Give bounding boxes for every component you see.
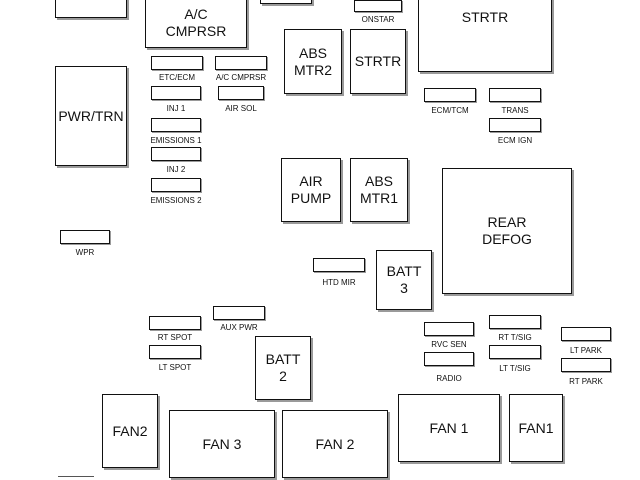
label-wpr: WPR	[75, 248, 95, 257]
fuse-radio	[424, 352, 474, 366]
label-onstar: ONSTAR	[361, 15, 395, 24]
label-ecm-ign: ECM IGN	[497, 136, 533, 145]
fuse-wpr	[60, 230, 110, 244]
relay-batt2: BATT 2	[255, 336, 311, 400]
label-etc-ecm: ETC/ECM	[159, 73, 195, 82]
relay-abs-mtr1: ABS MTR1	[350, 158, 408, 222]
fuse-rvc-sen	[424, 322, 474, 336]
fuse-ac-cmprsr	[215, 56, 267, 70]
fuse-ecm-ign	[489, 118, 541, 132]
fuse-air-sol	[218, 86, 264, 100]
fuse-inj2	[151, 147, 201, 161]
relay-fan2: FAN 2	[282, 410, 388, 478]
relay-pwr-trn: PWR/TRN	[55, 66, 127, 166]
relay-fan3: FAN 3	[169, 410, 275, 478]
label-rt-park: RT PARK	[569, 377, 603, 386]
label-aux-pwr: AUX PWR	[220, 323, 258, 332]
label-emissions2: EMISSIONS 2	[150, 196, 202, 205]
fuse-trans	[489, 88, 541, 102]
relay-strtr-large-label: STRTR	[461, 9, 509, 25]
bottom-edge-line	[58, 476, 94, 477]
label-ecm-tcm: ECM/TCM	[431, 106, 469, 115]
label-rt-spot: RT SPOT	[157, 333, 193, 342]
relay-fan1: FAN 1	[398, 394, 500, 462]
relay-fan1-small: FAN1	[509, 394, 563, 462]
top-left-partial-box	[55, 0, 127, 18]
label-rvc-sen: RVC SEN	[431, 340, 467, 349]
fuse-aux-pwr	[213, 306, 265, 320]
fuse-htd-mir	[313, 258, 365, 272]
label-htd-mir: HTD MIR	[322, 278, 356, 287]
relay-ac-cmprsr: A/C CMPRSR	[145, 0, 247, 48]
relay-rear-defog: REAR DEFOG	[442, 168, 572, 294]
fuse-ecm-tcm	[424, 88, 476, 102]
relay-fan2-small: FAN2	[102, 394, 158, 468]
fuse-onstar	[354, 0, 402, 12]
label-inj1: INJ 1	[166, 104, 186, 113]
fuse-emissions1	[151, 118, 201, 132]
label-inj2: INJ 2	[166, 165, 186, 174]
relay-strtr: STRTR	[350, 29, 406, 94]
label-lt-tsig: LT T/SIG	[499, 364, 531, 373]
fuse-lt-park	[561, 327, 611, 341]
label-air-sol: AIR SOL	[225, 104, 257, 113]
label-ac-cmprsr: A/C CMPRSR	[215, 73, 267, 82]
relay-strtr-large: STRTR	[418, 0, 552, 72]
label-emissions1: EMISSIONS 1	[150, 136, 202, 145]
fuse-emissions2	[151, 178, 201, 192]
relay-batt3: BATT 3	[376, 250, 432, 310]
label-lt-park: LT PARK	[569, 346, 602, 355]
top-center-partial-box	[260, 0, 312, 4]
label-radio: RADIO	[436, 374, 462, 383]
fuse-lt-tsig	[489, 345, 541, 359]
fuse-lt-spot	[149, 345, 201, 359]
fuse-rt-park	[561, 358, 611, 372]
label-lt-spot: LT SPOT	[158, 363, 192, 372]
fuse-etc-ecm	[151, 56, 203, 70]
label-trans: TRANS	[501, 106, 529, 115]
fuse-inj1	[151, 86, 201, 100]
relay-abs-mtr2: ABS MTR2	[284, 29, 342, 94]
fuse-rt-tsig	[489, 315, 541, 329]
label-rt-tsig: RT T/SIG	[498, 333, 532, 342]
relay-air-pump: AIR PUMP	[281, 158, 341, 222]
fuse-rt-spot	[149, 316, 201, 330]
